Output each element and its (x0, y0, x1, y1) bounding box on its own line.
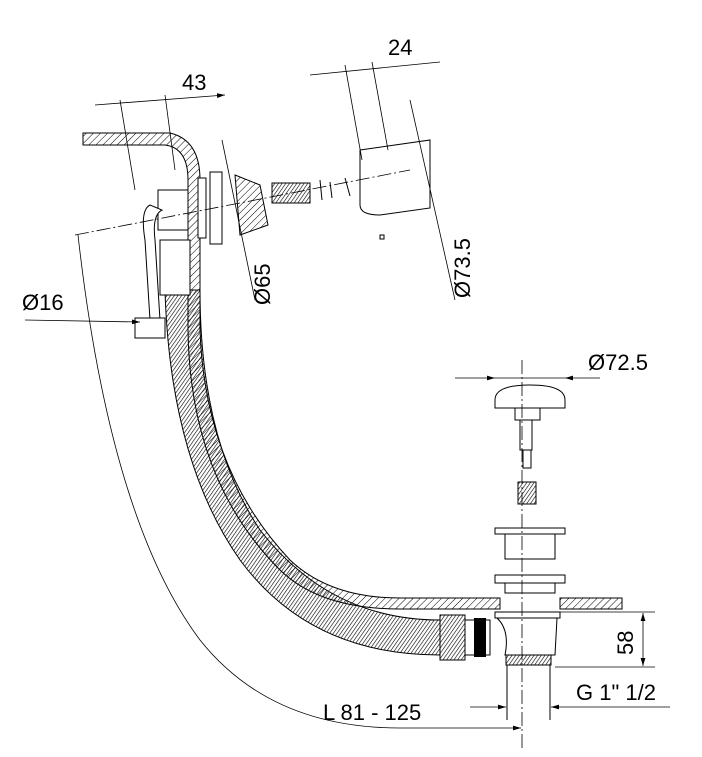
plug-assembly (494, 384, 566, 594)
overflow-cover (359, 139, 431, 216)
dim-flange-diameter: Ø65 (250, 263, 275, 305)
dim-drain-height: 58 (613, 631, 638, 655)
dim-hose-diameter: Ø16 (22, 290, 64, 315)
bathtub-floor-right (559, 597, 623, 610)
dim-plug-diameter: Ø72.5 (588, 350, 648, 375)
dim-cover-depth: 24 (388, 35, 412, 60)
hose-coupling (439, 614, 466, 661)
dimension-lines (24, 61, 670, 731)
hose-nut (134, 317, 166, 339)
overflow-assembly (134, 139, 431, 339)
drain-thread (505, 654, 552, 666)
dim-overflow-depth: 43 (182, 70, 206, 95)
dim-length-range: L 81 - 125 (323, 700, 421, 725)
dim-cover-diameter: Ø73.5 (450, 238, 475, 298)
drain-body (439, 611, 561, 720)
bathtub-wall (82, 132, 501, 610)
dim-thread: G 1" 1/2 (576, 680, 656, 705)
